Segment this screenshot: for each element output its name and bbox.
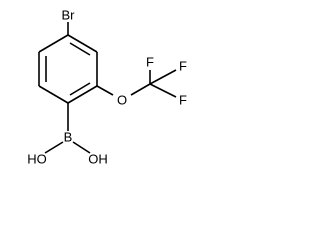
- ring-bond-c6-c1: [38, 34, 69, 53]
- bond-boron-to-hydroxyl-right: [72, 141, 91, 154]
- ring-bond-c4-c5: [38, 85, 69, 104]
- bond-boron-to-hydroxyl-left: [44, 141, 64, 154]
- ring-bond-c3-c4: [67, 85, 98, 104]
- bond-carbon-to-fluorine-right-bottom: [149, 83, 177, 98]
- ring-double-bond-inner-1: [69, 42, 91, 56]
- ring-bond-c1-c2: [67, 34, 98, 53]
- atom-label-ether-oxygen: O: [117, 93, 127, 108]
- atom-label-boron: B: [64, 130, 73, 145]
- atom-label-bromine: Br: [62, 8, 76, 23]
- bond-ring-to-ether-oxygen: [96, 85, 114, 96]
- atom-label-fluorine-right-top: F: [179, 59, 187, 74]
- benzene-ring: [38, 34, 98, 104]
- chemical-structure-diagram: Br B HO OH O F F F: [27, 8, 187, 167]
- ring-double-bond-inner-2: [69, 82, 91, 96]
- atom-label-fluorine-right-bottom: F: [179, 93, 187, 108]
- atom-label-hydroxyl-right: OH: [88, 152, 108, 167]
- bond-oxygen-to-cf3-carbon: [130, 83, 151, 96]
- atom-label-hydroxyl-left: HO: [27, 152, 47, 167]
- atom-label-fluorine-top: F: [146, 55, 154, 70]
- bond-carbon-to-fluorine-right-top: [149, 69, 177, 85]
